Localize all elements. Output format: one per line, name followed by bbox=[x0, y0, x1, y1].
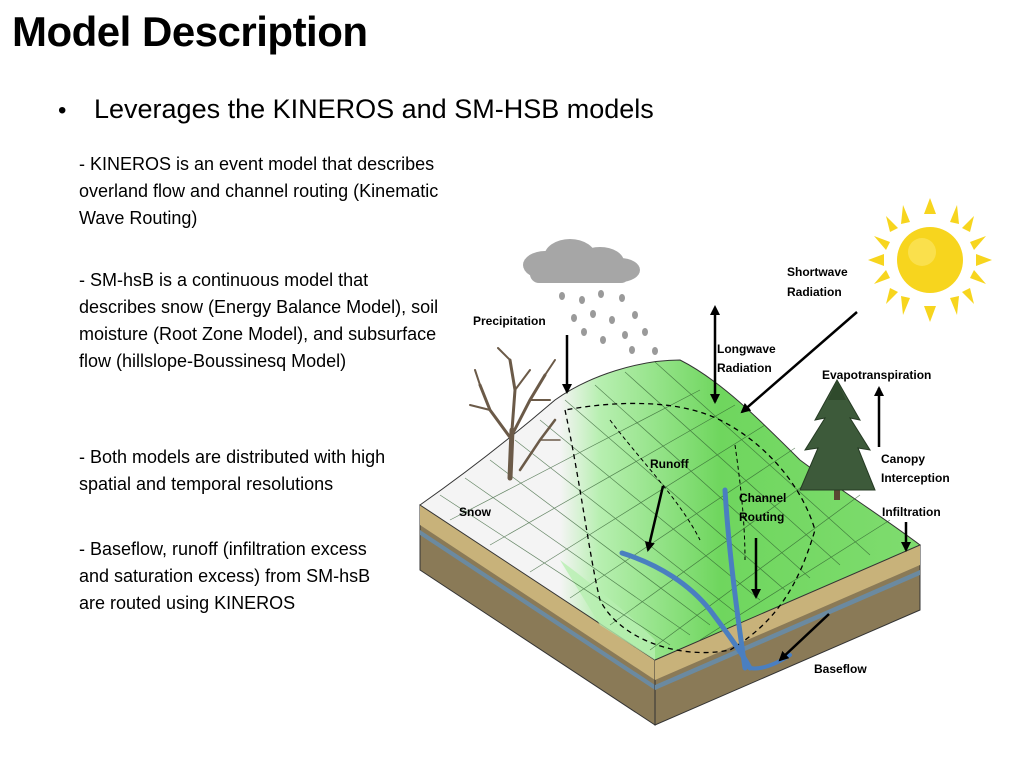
label-shortwave-2: Radiation bbox=[787, 285, 842, 299]
bullet-dot-icon: • bbox=[58, 97, 67, 124]
label-shortwave-1: Shortwave bbox=[787, 265, 848, 279]
kineros-paragraph: - KINEROS is an event model that describ… bbox=[79, 154, 439, 228]
label-channel-2: Routing bbox=[739, 510, 784, 524]
distributed-paragraph: - Both models are distributed with high … bbox=[79, 447, 386, 494]
process-arrows bbox=[562, 305, 911, 662]
main-bullet: • Leverages the KINEROS and SM-HSB model… bbox=[58, 94, 654, 125]
shortwave-arrow bbox=[740, 311, 858, 414]
label-evapotranspiration: Evapotranspiration bbox=[822, 368, 931, 382]
baseflow-arrow bbox=[778, 613, 830, 662]
slide-title: Model Description bbox=[12, 8, 368, 55]
label-snow: Snow bbox=[459, 505, 492, 519]
label-infiltration: Infiltration bbox=[882, 505, 941, 519]
rain-cloud-icon bbox=[523, 239, 640, 283]
sun-icon bbox=[868, 198, 992, 322]
soil-block bbox=[419, 504, 921, 726]
label-channel-1: Channel bbox=[739, 491, 786, 505]
label-longwave-1: Longwave bbox=[717, 342, 776, 356]
bare-tree-icon bbox=[469, 347, 561, 481]
conifer-tree-icon bbox=[799, 378, 876, 500]
label-baseflow: Baseflow bbox=[814, 662, 867, 676]
label-canopy-2: Interception bbox=[881, 471, 950, 485]
label-runoff: Runoff bbox=[650, 457, 690, 471]
label-canopy-1: Canopy bbox=[881, 452, 925, 466]
main-bullet-text: Leverages the KINEROS and SM-HSB models bbox=[94, 94, 654, 124]
runoff-arrow bbox=[644, 485, 665, 552]
smhsb-paragraph: - SM-hsB is a continuous model that desc… bbox=[79, 270, 439, 371]
label-precipitation: Precipitation bbox=[473, 314, 546, 328]
raindrops bbox=[559, 290, 658, 355]
label-longwave-2: Radiation bbox=[717, 361, 772, 375]
baseflow-paragraph: - Baseflow, runoff (infiltration excess … bbox=[79, 539, 371, 613]
